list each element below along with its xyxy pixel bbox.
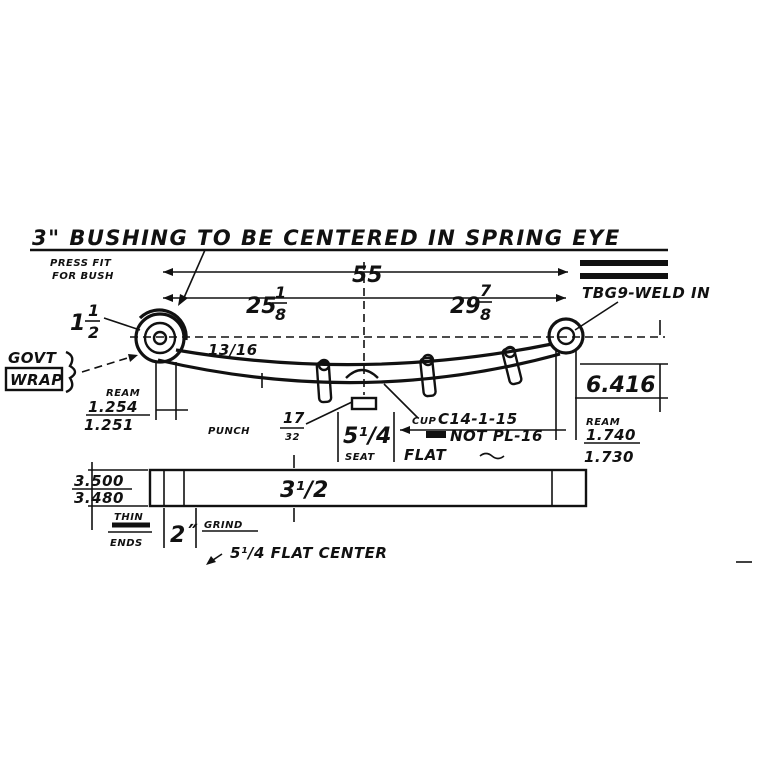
cup-label: CUP [412,416,436,427]
govt-leader-arrow [128,354,138,362]
cup-leader [383,383,419,419]
left-eye-outer [134,312,186,364]
plan-view-bar [148,468,588,508]
not-pl-value: NOT PL-16 [450,427,543,445]
thirteen-sixteenths: 13/16 [208,341,258,359]
left-span-den: 8 [275,305,286,324]
ream-right-top: 1.740 [586,426,636,444]
left-eye-wrap [138,308,188,341]
flat-arrow-left [400,426,410,434]
clip-left-head [317,358,331,372]
left-eye-inner [152,330,168,346]
clip-center-right-head [421,353,435,367]
bushing-leader [182,249,206,301]
ream-left-top: 1.254 [88,398,138,416]
overall-length: 55 [352,263,383,288]
right-span-den: 8 [480,305,491,324]
dim-right-arrow [556,294,566,302]
right-eye-outer [547,317,585,355]
center-cup [345,368,379,379]
grind-length: 2˝ [170,523,198,548]
govt-brace [65,350,77,394]
clip-center-right [419,356,437,398]
punch-leader [305,401,353,425]
eye-size-whole: 1 [70,311,85,336]
width-bottom: 3.480 [74,489,124,507]
eye-size-leader [103,317,141,331]
flat-center-arrow [206,556,216,565]
weld-note: TBG9-WELD IN [582,284,710,302]
eye-size-den: 2 [88,323,99,342]
flat-label: FLAT [404,446,447,464]
press-fit-label-1: PRESS FIT [50,258,112,269]
bushing-leader-arrow [178,294,188,306]
thin-ends-top: THIN [114,512,143,523]
seat-value: 5¹/4 [343,424,391,449]
govt-leader [81,355,135,373]
punch-num: 17 [283,409,305,427]
left-span-whole: 25 [246,294,277,319]
seat-label: SEAT [345,452,375,463]
left-eye-mid [143,321,177,355]
ream-right-label: REAM [586,417,620,428]
weld-leader [574,301,619,331]
punch-den: 32 [285,432,300,443]
dim-55-arrow-right [558,268,568,276]
dim-55-arrow-left [163,268,173,276]
govt-wrap-box [4,366,64,392]
grind-label: GRIND [204,520,243,531]
flat-center-note: 5¹/4 FLAT CENTER [230,544,387,562]
clip-left [315,360,333,404]
center-seat-block [350,396,378,411]
right-eye-inner [556,326,576,346]
thin-ends-bottom: ENDS [110,538,143,549]
ream-left-label: REAM [106,388,140,399]
dim-left-arrow [163,294,173,302]
plan-width: 3¹/2 [280,478,328,503]
width-top: 3.500 [74,472,124,490]
press-fit-label-2: FOR BUSH [52,271,114,282]
govt-label: GOVT [8,349,58,367]
right-span-whole: 29 [450,294,481,319]
eye-size-num: 1 [88,301,99,320]
flat-tilde [479,452,505,460]
cup-value: C14-1-15 [438,410,518,428]
punch-label: PUNCH [208,426,250,437]
not-pl-marker [426,431,446,438]
ream-right-bottom: 1.730 [584,448,634,466]
bushing-note: 3" BUSHING TO BE CENTERED IN SPRING EYE [32,226,621,250]
wrap-label: WRAP [10,371,63,389]
ream-left-bottom: 1.251 [84,416,134,434]
camber-value: 6.416 [586,373,656,398]
clip-right-head [503,345,517,359]
left-span-num: 1 [275,283,286,302]
right-span-num: 7 [480,281,492,300]
